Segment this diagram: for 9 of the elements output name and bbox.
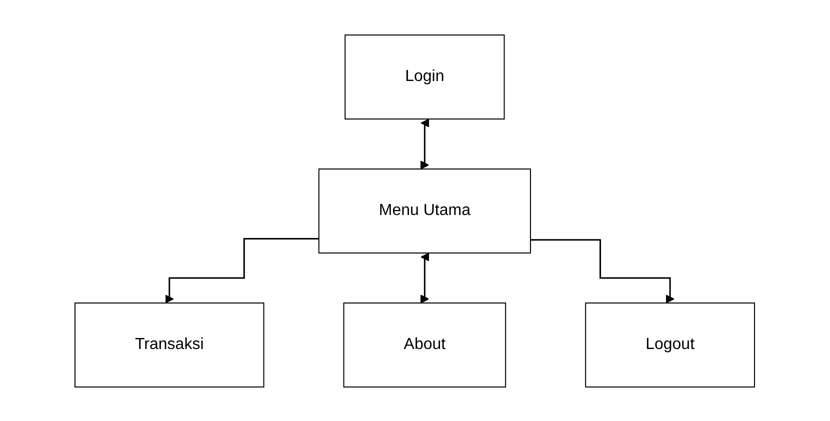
node-box: About [344,302,506,387]
node-box: Menu Utama [318,168,532,253]
node-box: Transaksi [74,302,264,387]
node-box: Login [344,34,505,119]
arrow [165,238,320,303]
arrow [420,252,430,303]
arrow [530,238,675,303]
node-box: Logout [585,302,756,387]
arrow [420,118,430,169]
